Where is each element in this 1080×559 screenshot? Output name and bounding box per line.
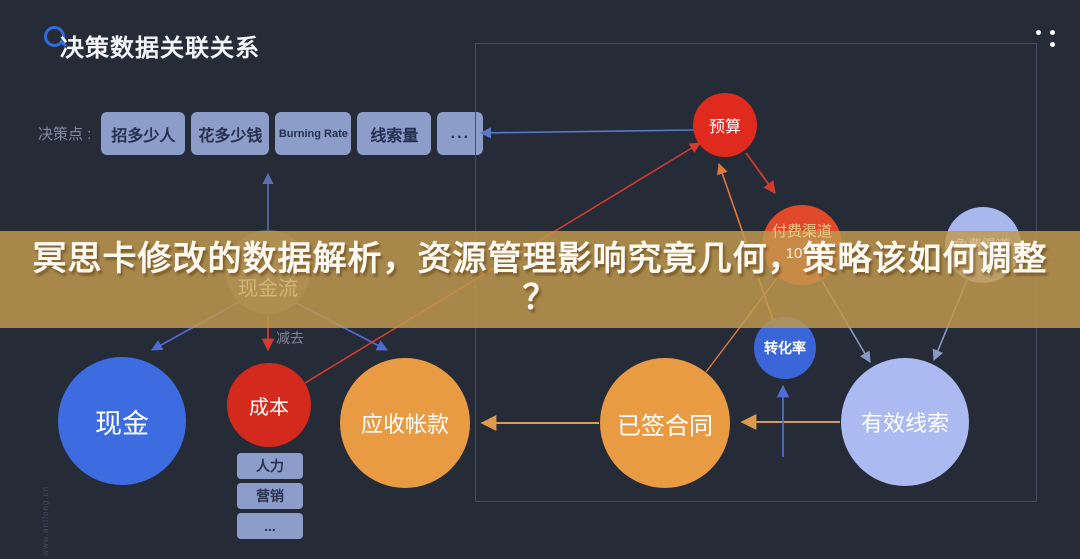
node-signed-contracts[interactable]: 已签合同	[600, 358, 730, 488]
node-cost[interactable]: 成本	[227, 363, 311, 447]
headline-line2: ？	[522, 279, 558, 317]
headline-text: 冥思卡修改的数据解析，资源管理影响究竟几何，策略该如何调整 ？	[0, 240, 1080, 318]
page-title: 决策数据关联关系	[60, 35, 260, 62]
node-cash[interactable]: 现金	[58, 357, 186, 485]
decision-row: 决策点 : 招多少人 花多少钱 Burning Rate 线索量 ...	[38, 112, 484, 155]
decision-row-label: 决策点 :	[38, 126, 92, 143]
cost-item-ellipsis[interactable]: ...	[237, 513, 303, 539]
node-receivables[interactable]: 应收帐款	[340, 358, 470, 488]
headline-line1: 冥思卡修改的数据解析，资源管理影响究竟几何，策略该如何调整	[32, 240, 1048, 278]
edge-budget-to-ellipsis-button	[479, 127, 695, 139]
node-valid-leads[interactable]: 有效线索	[841, 358, 969, 486]
cost-item-marketing[interactable]: 营销	[237, 483, 303, 509]
headline-banner	[0, 231, 1080, 328]
menu-dots-icon[interactable]	[1030, 26, 1064, 52]
magnifier-icon	[44, 26, 65, 47]
node-budget[interactable]: 预算	[693, 93, 757, 157]
decision-button-leads-volume[interactable]: 线索量	[357, 112, 432, 155]
decision-button-burning-rate[interactable]: Burning Rate	[275, 112, 352, 155]
edge-budget-to-paid-channel	[745, 152, 776, 195]
cost-item-hr[interactable]: 人力	[237, 453, 303, 479]
minus-annotation: 减去	[276, 330, 304, 346]
decision-button-spending[interactable]: 花多少钱	[191, 112, 270, 155]
decision-button-hiring[interactable]: 招多少人	[101, 112, 186, 155]
cost-items-panel: 人力 营销 ...	[237, 453, 303, 539]
